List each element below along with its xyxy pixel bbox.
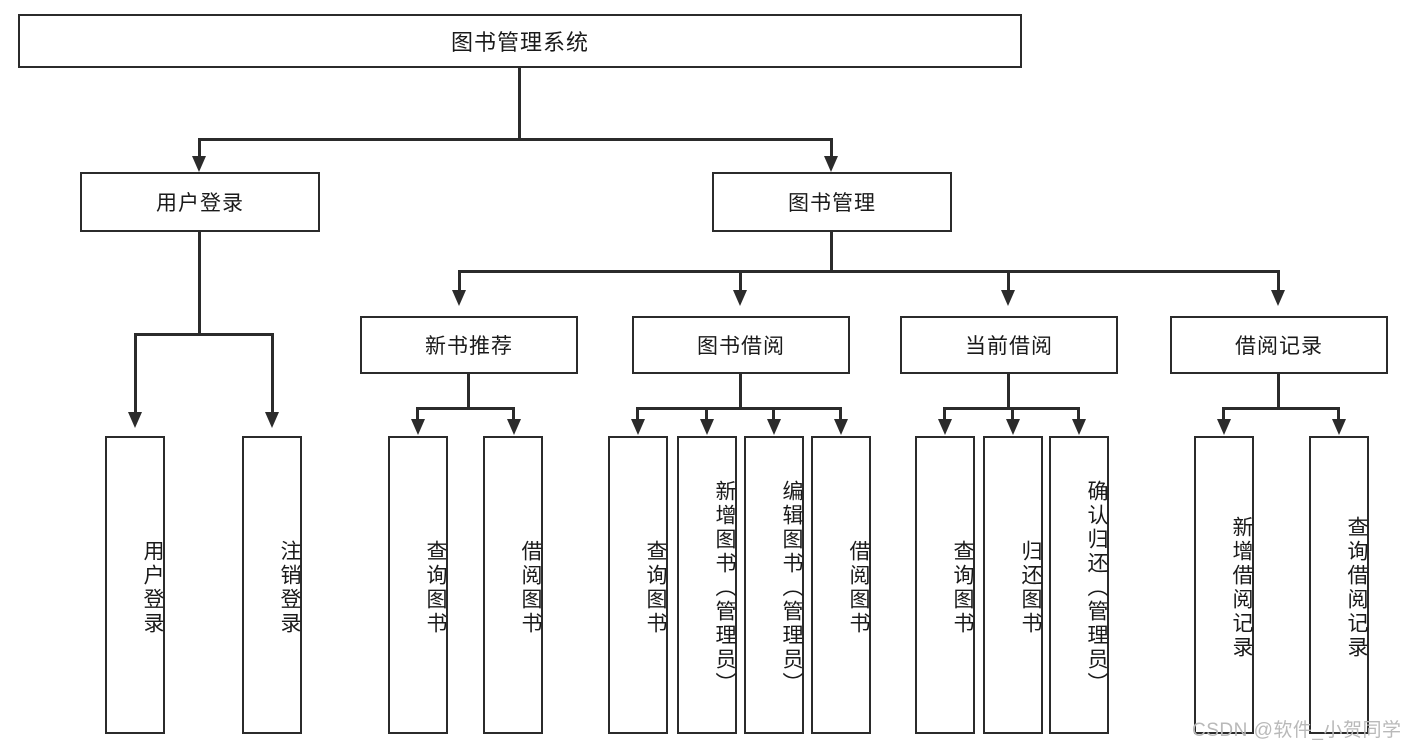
leaf-query-book-2[interactable]: 查询图书 [608, 436, 668, 734]
arrow-book-borrow-leaf-1 [631, 419, 645, 435]
node-label: 编辑图书（管理员） [780, 480, 803, 696]
leaf-borrow-book-1[interactable]: 借阅图书 [483, 436, 543, 734]
arrow-borrow-record-leaf-2 [1332, 419, 1346, 435]
node-label: 图书管理系统 [450, 30, 589, 55]
node-new-book-recommend[interactable]: 新书推荐 [360, 316, 578, 374]
arrow-user-login-leaf-2 [265, 412, 279, 428]
node-label: 确认归还（管理员） [1085, 480, 1108, 696]
connector-user-login-bar [134, 333, 274, 336]
connector-book-borrow-leaf-3 [772, 407, 775, 421]
leaf-confirm-return-admin[interactable]: 确认归还（管理员） [1049, 436, 1109, 734]
leaf-borrow-book-2[interactable]: 借阅图书 [811, 436, 871, 734]
leaf-add-book-admin[interactable]: 新增图书（管理员） [677, 436, 737, 734]
node-user-login[interactable]: 用户登录 [80, 172, 320, 232]
connector-book-borrow-stem [739, 374, 742, 410]
connector-book-management-bar [458, 270, 1280, 273]
node-book-borrow[interactable]: 图书借阅 [632, 316, 850, 374]
connector-bm-to-borrow-record [1277, 270, 1280, 292]
leaf-edit-book-admin[interactable]: 编辑图书（管理员） [744, 436, 804, 734]
node-label: 查询图书 [644, 540, 667, 636]
node-book-management[interactable]: 图书管理 [712, 172, 952, 232]
node-label: 归还图书 [1019, 540, 1042, 636]
connector-current-borrow-leaf-2 [1011, 407, 1014, 421]
connector-new-book-leaf-2 [512, 407, 515, 421]
arrow-current-borrow-leaf-1 [938, 419, 952, 435]
connector-new-book-bar [416, 407, 515, 410]
arrow-borrow-record-leaf-1 [1217, 419, 1231, 435]
node-label: 当前借阅 [965, 335, 1053, 358]
node-label: 查询借阅记录 [1345, 516, 1368, 660]
node-label: 查询图书 [951, 540, 974, 636]
connector-user-login-leaf-2 [271, 333, 274, 415]
node-label: 新书推荐 [425, 335, 513, 358]
connector-current-borrow-leaf-1 [943, 407, 946, 421]
connector-bm-to-current-borrow [1007, 270, 1010, 292]
arrow-bm-to-borrow-record [1271, 290, 1285, 306]
connector-book-borrow-leaf-4 [839, 407, 842, 421]
node-root-book-management-system[interactable]: 图书管理系统 [18, 14, 1022, 68]
connector-book-borrow-leaf-2 [705, 407, 708, 421]
connector-root-stem [518, 68, 521, 140]
connector-current-borrow-leaf-3 [1077, 407, 1080, 421]
arrow-root-to-book-management [824, 156, 838, 172]
leaf-logout-login[interactable]: 注销登录 [242, 436, 302, 734]
arrow-new-book-leaf-2 [507, 419, 521, 435]
node-label: 注销登录 [278, 540, 301, 636]
node-current-borrow[interactable]: 当前借阅 [900, 316, 1118, 374]
node-label: 图书管理 [788, 192, 876, 215]
connector-book-borrow-leaf-1 [636, 407, 639, 421]
arrow-book-borrow-leaf-2 [700, 419, 714, 435]
node-borrow-record[interactable]: 借阅记录 [1170, 316, 1388, 374]
connector-book-management-stem [830, 232, 833, 272]
arrow-current-borrow-leaf-2 [1006, 419, 1020, 435]
connector-root-to-book-management [830, 138, 833, 160]
connector-user-login-leaf-1 [134, 333, 137, 415]
node-label: 借阅图书 [519, 540, 542, 636]
leaf-return-book[interactable]: 归还图书 [983, 436, 1043, 734]
connector-new-book-leaf-1 [416, 407, 419, 421]
leaf-add-borrow-record[interactable]: 新增借阅记录 [1194, 436, 1254, 734]
node-label: 新增图书（管理员） [713, 480, 736, 696]
connector-root-to-user-login [198, 138, 201, 160]
connector-borrow-record-leaf-2 [1337, 407, 1340, 421]
leaf-user-login[interactable]: 用户登录 [105, 436, 165, 734]
connector-current-borrow-stem [1007, 374, 1010, 410]
arrow-new-book-leaf-1 [411, 419, 425, 435]
arrow-bm-to-current-borrow [1001, 290, 1015, 306]
node-label: 借阅图书 [847, 540, 870, 636]
node-label: 用户登录 [156, 192, 244, 215]
connector-borrow-record-stem [1277, 374, 1280, 410]
arrow-user-login-leaf-1 [128, 412, 142, 428]
leaf-query-book-1[interactable]: 查询图书 [388, 436, 448, 734]
connector-bm-to-new-book [458, 270, 461, 292]
connector-current-borrow-bar [943, 407, 1078, 410]
node-label: 图书借阅 [697, 335, 785, 358]
arrow-book-borrow-leaf-3 [767, 419, 781, 435]
connector-book-borrow-bar [636, 407, 842, 410]
connector-borrow-record-bar [1222, 407, 1340, 410]
connector-bm-to-book-borrow [739, 270, 742, 292]
node-label: 借阅记录 [1235, 335, 1323, 358]
connector-user-login-stem [198, 232, 201, 335]
leaf-query-borrow-record[interactable]: 查询借阅记录 [1309, 436, 1369, 734]
arrow-bm-to-new-book [452, 290, 466, 306]
csdn-watermark: CSDN @软件_小贺同学 [1192, 720, 1402, 741]
arrow-book-borrow-leaf-4 [834, 419, 848, 435]
node-label: 新增借阅记录 [1230, 516, 1253, 660]
arrow-root-to-user-login [192, 156, 206, 172]
node-label: 查询图书 [424, 540, 447, 636]
connector-new-book-stem [467, 374, 470, 410]
arrow-current-borrow-leaf-3 [1072, 419, 1086, 435]
arrow-bm-to-book-borrow [733, 290, 747, 306]
connector-borrow-record-leaf-1 [1222, 407, 1225, 421]
connector-root-bar [198, 138, 832, 141]
node-label: 用户登录 [141, 540, 164, 636]
leaf-query-book-3[interactable]: 查询图书 [915, 436, 975, 734]
